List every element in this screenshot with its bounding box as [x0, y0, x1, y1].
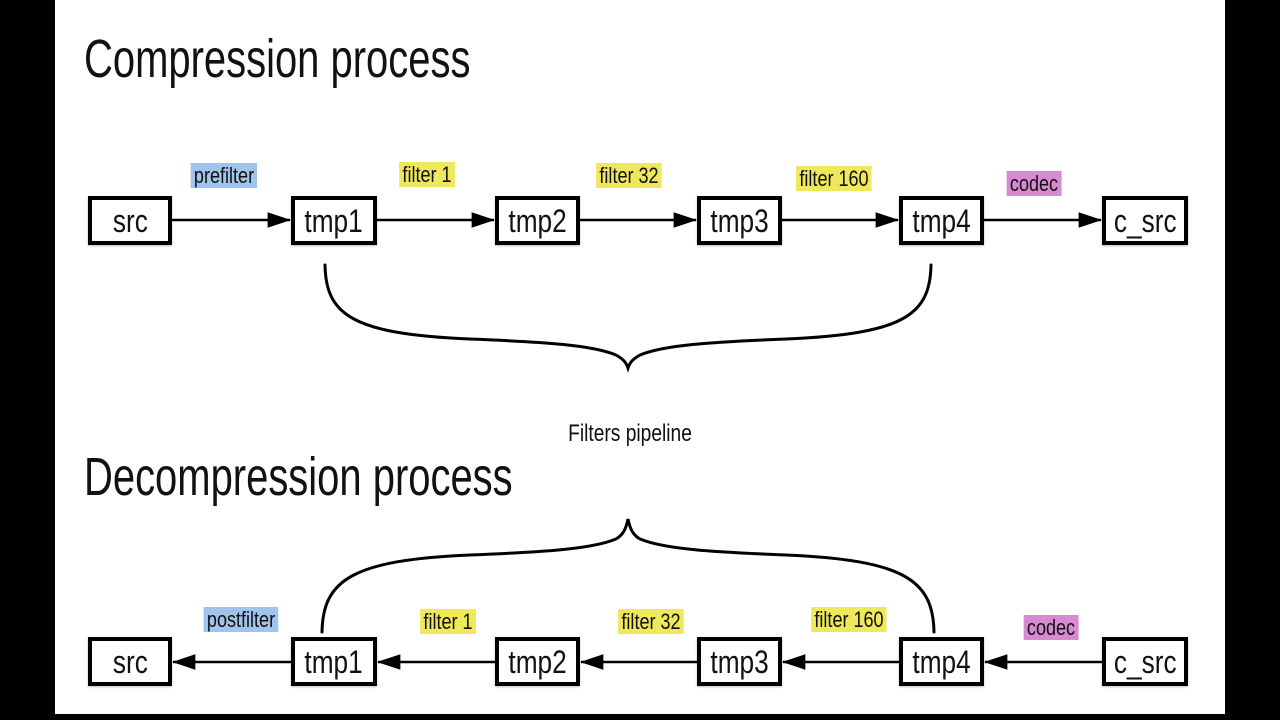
letterbox-bottom — [0, 714, 1280, 720]
compression-title: Compression process — [84, 29, 471, 89]
node-label: tmp3 — [710, 643, 769, 680]
node-compression-c_src: c_src — [1102, 196, 1188, 245]
letterbox-left — [0, 0, 55, 720]
filters-brace-compression — [323, 263, 933, 373]
filters-pipeline-label: Filters pipeline — [568, 420, 692, 447]
node-decompression-tmp4: tmp4 — [899, 637, 984, 686]
node-label: c_src — [1113, 643, 1177, 680]
decompression-title: Decompression process — [84, 447, 513, 507]
edge-label-codec-decompression: codec — [1023, 615, 1079, 641]
node-label: c_src — [1113, 202, 1177, 239]
edge-label-prefilter: prefilter — [190, 163, 258, 189]
node-label: tmp1 — [304, 643, 364, 680]
node-compression-tmp4: tmp4 — [899, 196, 984, 245]
node-decompression-src: src — [88, 637, 172, 686]
edge-label-filter1-decompression: filter 1 — [420, 609, 476, 635]
node-label: src — [112, 202, 148, 239]
node-label: tmp1 — [304, 202, 364, 239]
node-decompression-tmp3: tmp3 — [697, 637, 782, 686]
edge-label-filter32-decompression: filter 32 — [618, 609, 684, 635]
node-label: tmp4 — [912, 643, 971, 680]
edge-label-filter160-decompression: filter 160 — [811, 607, 887, 633]
node-label: tmp4 — [912, 202, 971, 239]
node-compression-tmp2: tmp2 — [495, 196, 580, 245]
edge-label-postfilter: postfilter — [203, 607, 279, 633]
edge-label-filter32-compression: filter 32 — [596, 163, 662, 189]
node-label: tmp2 — [508, 643, 567, 680]
node-compression-tmp3: tmp3 — [697, 196, 782, 245]
node-label: tmp3 — [710, 202, 769, 239]
node-compression-tmp1: tmp1 — [291, 196, 377, 245]
edge-label-filter1-compression: filter 1 — [399, 162, 455, 188]
node-label: src — [112, 643, 148, 680]
node-compression-src: src — [88, 196, 172, 245]
edge-label-codec-compression: codec — [1006, 171, 1062, 197]
edge-label-filter160-compression: filter 160 — [796, 166, 872, 192]
letterbox-right — [1225, 0, 1280, 720]
node-decompression-tmp2: tmp2 — [495, 637, 580, 686]
node-label: tmp2 — [508, 202, 567, 239]
node-decompression-tmp1: tmp1 — [291, 637, 377, 686]
node-decompression-c_src: c_src — [1102, 637, 1188, 686]
